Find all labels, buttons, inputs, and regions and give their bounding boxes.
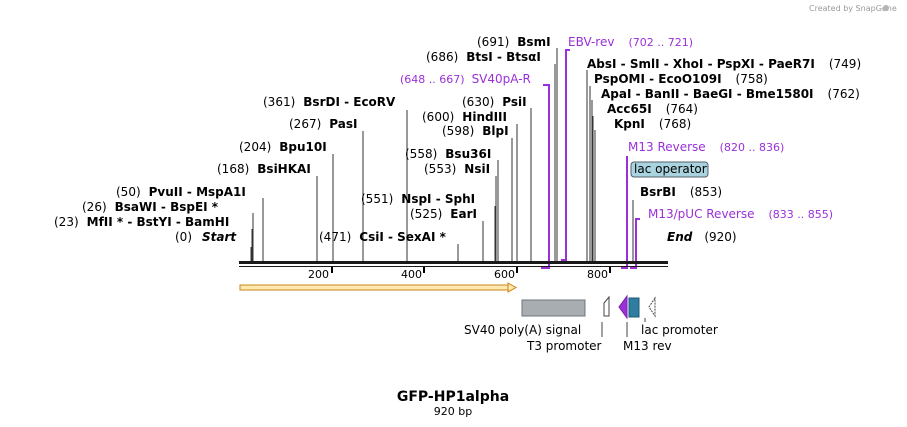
site-label: (600)HindIII <box>422 110 507 124</box>
tick-400: 400 <box>401 268 422 281</box>
t3-promoter-label: T3 promoter <box>526 339 602 353</box>
site-label: BsrBI(853) <box>640 185 722 199</box>
site-label: (553)NsiI <box>424 162 490 176</box>
t3-promoter-feature[interactable] <box>603 295 610 317</box>
site-label: (471)CsiI - SexAI * <box>319 230 447 244</box>
site-label: PspOMI - EcoO109I(758) <box>594 72 768 86</box>
site-label: (525)EarI <box>410 207 477 221</box>
site-label: Acc65I(764) <box>607 102 698 116</box>
site-label: (26)BsaWI - BspEI * <box>82 200 219 214</box>
sv40-polya-feature[interactable] <box>521 299 586 317</box>
tick-600: 600 <box>494 268 515 281</box>
site-label: (598)BlpI <box>442 124 509 138</box>
site-label: (204)Bpu10I <box>239 140 327 154</box>
primer-m13-reverse: M13 Reverse(820 .. 836) <box>628 140 784 154</box>
site-label: (558)Bsu36I <box>405 147 491 161</box>
site-label: (50)PvuII - MspA1I <box>116 185 246 199</box>
site-label: (267)PasI <box>289 117 357 131</box>
site-label: (551)NspI - SphI <box>361 192 475 206</box>
primer-labels: (648 .. 667)SV40pA-R EBV-rev(702 .. 721)… <box>400 35 833 221</box>
site-label: (691)BsmI <box>477 35 551 49</box>
site-label: (361)BsrDI - EcoRV <box>263 95 396 109</box>
tick-800: 800 <box>587 268 608 281</box>
primer-ebv-rev: EBV-rev(702 .. 721) <box>568 35 693 49</box>
primer-markers <box>541 49 640 269</box>
primer-sv40pa-r: (648 .. 667)SV40pA-R <box>400 72 531 86</box>
site-label: (23)MfII * - BstYI - BamHI <box>54 215 229 229</box>
ruler-ticks <box>331 267 611 273</box>
site-label: KpnI(768) <box>614 117 691 131</box>
orf-arrow[interactable] <box>239 282 518 293</box>
map-length: 920 bp <box>434 405 472 418</box>
site-label: ApaI - BanII - BaeGI - Bme1580I(762) <box>601 87 860 101</box>
restriction-sites: (23)MfII * - BstYI - BamHI (26)BsaWI - B… <box>54 35 861 244</box>
sv40-polya-label: SV40 poly(A) signal <box>464 323 581 337</box>
site-label: (630)PsiI <box>462 95 527 109</box>
start-label: (0)Start <box>175 230 237 244</box>
primer-m13-puc-reverse: M13/pUC Reverse(833 .. 855) <box>648 207 833 221</box>
tick-200: 200 <box>308 268 329 281</box>
m13-rev-label: M13 rev <box>623 339 672 353</box>
site-label: (686)BtsI - BtsαI <box>426 50 541 64</box>
map-title: GFP-HP1alpha <box>397 389 509 405</box>
lac-operator-label: lac operator <box>634 162 707 176</box>
lac-operator-box[interactable] <box>630 161 709 178</box>
lac-promoter-feature[interactable] <box>648 296 656 318</box>
watermark: Created by SnapGene <box>809 4 897 13</box>
site-connectors <box>250 48 634 262</box>
end-label: End(920) <box>667 230 737 244</box>
sequence-backbone <box>239 261 668 267</box>
site-label: AbsI - SmlI - XhoI - PspXI - PaeR7I(749) <box>587 57 861 71</box>
snapgene-logo-icon <box>883 5 889 11</box>
m13-rev-feature[interactable] <box>618 294 628 320</box>
site-label: (168)BsiHKAI <box>217 162 311 176</box>
lac-operator-feature[interactable] <box>628 297 640 318</box>
lac-promoter-label: lac promoter <box>641 323 718 337</box>
